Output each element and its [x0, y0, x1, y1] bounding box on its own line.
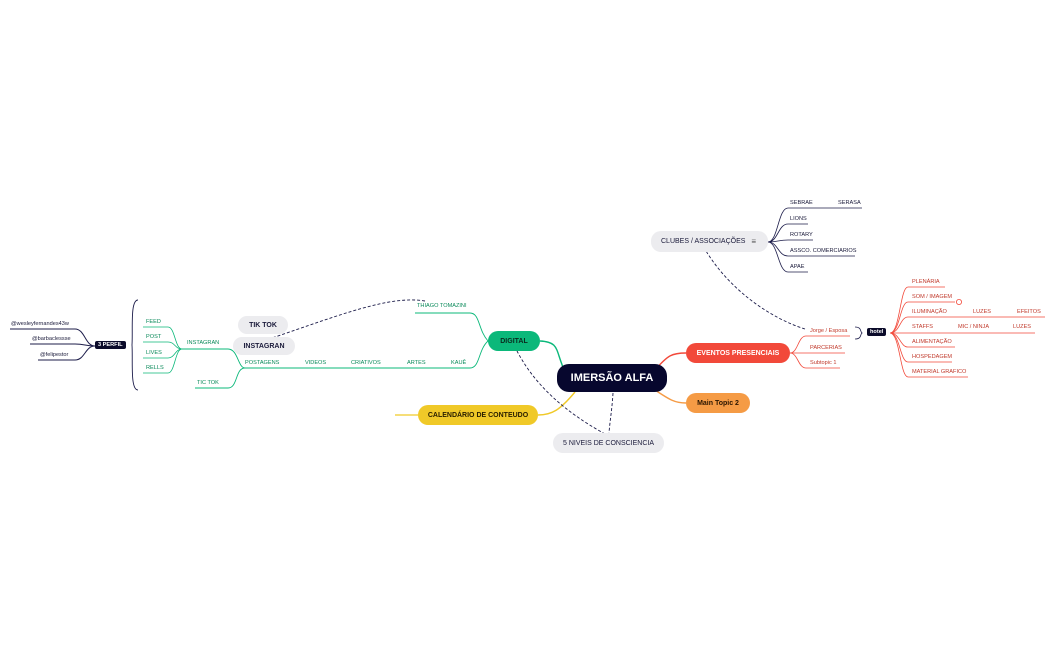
topic-clubes[interactable]: CLUBES / ASSOCIAÇÕES ≡ — [651, 231, 768, 252]
hotel-item-plenaria[interactable]: PLENÁRIA — [912, 279, 940, 285]
digital-item-videos[interactable]: VIDEOS — [305, 360, 327, 366]
central-topic[interactable]: IMERSÃO ALFA — [557, 364, 667, 392]
clubes-label: CLUBES / ASSOCIAÇÕES — [661, 238, 746, 245]
connector-main2 — [654, 389, 687, 404]
clubes-item-assco[interactable]: ASSCO. COMERCIARIOS — [790, 248, 857, 254]
topic-digital[interactable]: DIGITAL — [488, 331, 540, 351]
insta-item-post[interactable]: POST — [146, 334, 162, 340]
clubes-item-serasa[interactable]: SERASA — [838, 200, 861, 206]
hotel-item-alimentacao[interactable]: ALIMENTAÇÃO — [912, 339, 952, 345]
topic-calendario[interactable]: CALENDÁRIO DE CONTEUDO — [418, 405, 538, 425]
clubes-item-apae[interactable]: APAE — [790, 264, 805, 270]
topic-instagram[interactable]: INSTAGRAN — [233, 337, 295, 355]
hotel-brace — [854, 326, 863, 340]
hotel-item-som-imagem[interactable]: SOM / IMAGEM — [912, 294, 953, 300]
topic-tiktok[interactable]: TIK TOK — [238, 316, 288, 334]
eventos-item-subtopic[interactable]: Subtopic 1 — [810, 360, 837, 366]
perfil-item-1[interactable]: @wesleyfernandes43w — [11, 321, 69, 327]
hotel-item-hospedagem[interactable]: HOSPEDAGEM — [912, 354, 953, 360]
eventos-children — [789, 335, 850, 369]
digital-branch-main — [245, 340, 489, 369]
clubes-item-rotary[interactable]: ROTARY — [790, 232, 813, 238]
relation-tiktok — [271, 299, 426, 339]
digital-item-postagens[interactable]: POSTAGENS — [245, 360, 280, 366]
hotel-item-iluminacao[interactable]: ILUMINAÇÃO — [912, 309, 947, 315]
perfil-connectors — [10, 328, 96, 361]
digital-branch-thiago — [415, 312, 489, 342]
postagens-to-tictok — [195, 367, 246, 389]
hotel-item-material-grafico[interactable]: MATERIAL GRAFICO — [912, 369, 967, 375]
clubes-item-lions[interactable]: LIONS — [790, 216, 807, 222]
topic-main-2[interactable]: Main Topic 2 — [686, 393, 750, 413]
hotel-item-mic-ninja[interactable]: MIC / NINJA — [958, 324, 990, 330]
topic-eventos-presenciais[interactable]: EVENTOS PRESENCIAIS — [686, 343, 790, 363]
hotel-item-luzes-2[interactable]: LUZES — [1013, 324, 1032, 330]
perfil-tag[interactable]: 3 PERFIL — [95, 341, 126, 349]
instagran-children — [143, 326, 183, 374]
eventos-item-jorge[interactable]: Jorge / Esposa — [810, 328, 848, 334]
perfil-item-3[interactable]: @felipestor — [40, 352, 69, 358]
digital-item-tictok[interactable]: TIC TOK — [197, 380, 219, 386]
som-imagem-marker — [956, 298, 963, 305]
connector-calendario — [537, 391, 576, 416]
digital-item-thiago[interactable]: THIAGO TOMAZINI — [417, 303, 467, 309]
relation-niveis-1 — [608, 392, 614, 434]
notes-icon: ≡ — [751, 237, 757, 246]
relation-clubes — [705, 250, 806, 330]
postagens-to-instagran — [182, 348, 246, 369]
clubes-item-sebrae[interactable]: SEBRAE — [790, 200, 813, 206]
topic-5-niveis[interactable]: 5 NIVEIS DE CONSCIENCIA — [553, 433, 664, 453]
insta-item-lives[interactable]: LIVES — [146, 350, 162, 356]
digital-item-kaue[interactable]: KAUÊ — [451, 360, 467, 366]
hotel-tag[interactable]: hotel — [867, 328, 887, 336]
hotel-item-staffs[interactable]: STAFFS — [912, 324, 934, 330]
hotel-item-efeitos[interactable]: EFEITOS — [1017, 309, 1041, 315]
hotel-item-luzes-1[interactable]: LUZES — [973, 309, 992, 315]
perfil-brace — [131, 299, 139, 391]
digital-item-criativos[interactable]: CRIATIVOS — [351, 360, 381, 366]
insta-item-feed[interactable]: FEED — [146, 319, 161, 325]
perfil-item-2[interactable]: @barbaclessse — [32, 336, 71, 342]
digital-item-instagran[interactable]: INSTAGRAN — [187, 340, 220, 346]
eventos-item-parcerias[interactable]: PARCERIAS — [810, 345, 842, 351]
hotel-children — [889, 286, 1045, 378]
clubes-children — [767, 207, 862, 273]
relation-niveis-2 — [516, 350, 606, 435]
insta-item-rells[interactable]: RELLS — [146, 365, 164, 371]
digital-item-artes[interactable]: ARTES — [407, 360, 426, 366]
